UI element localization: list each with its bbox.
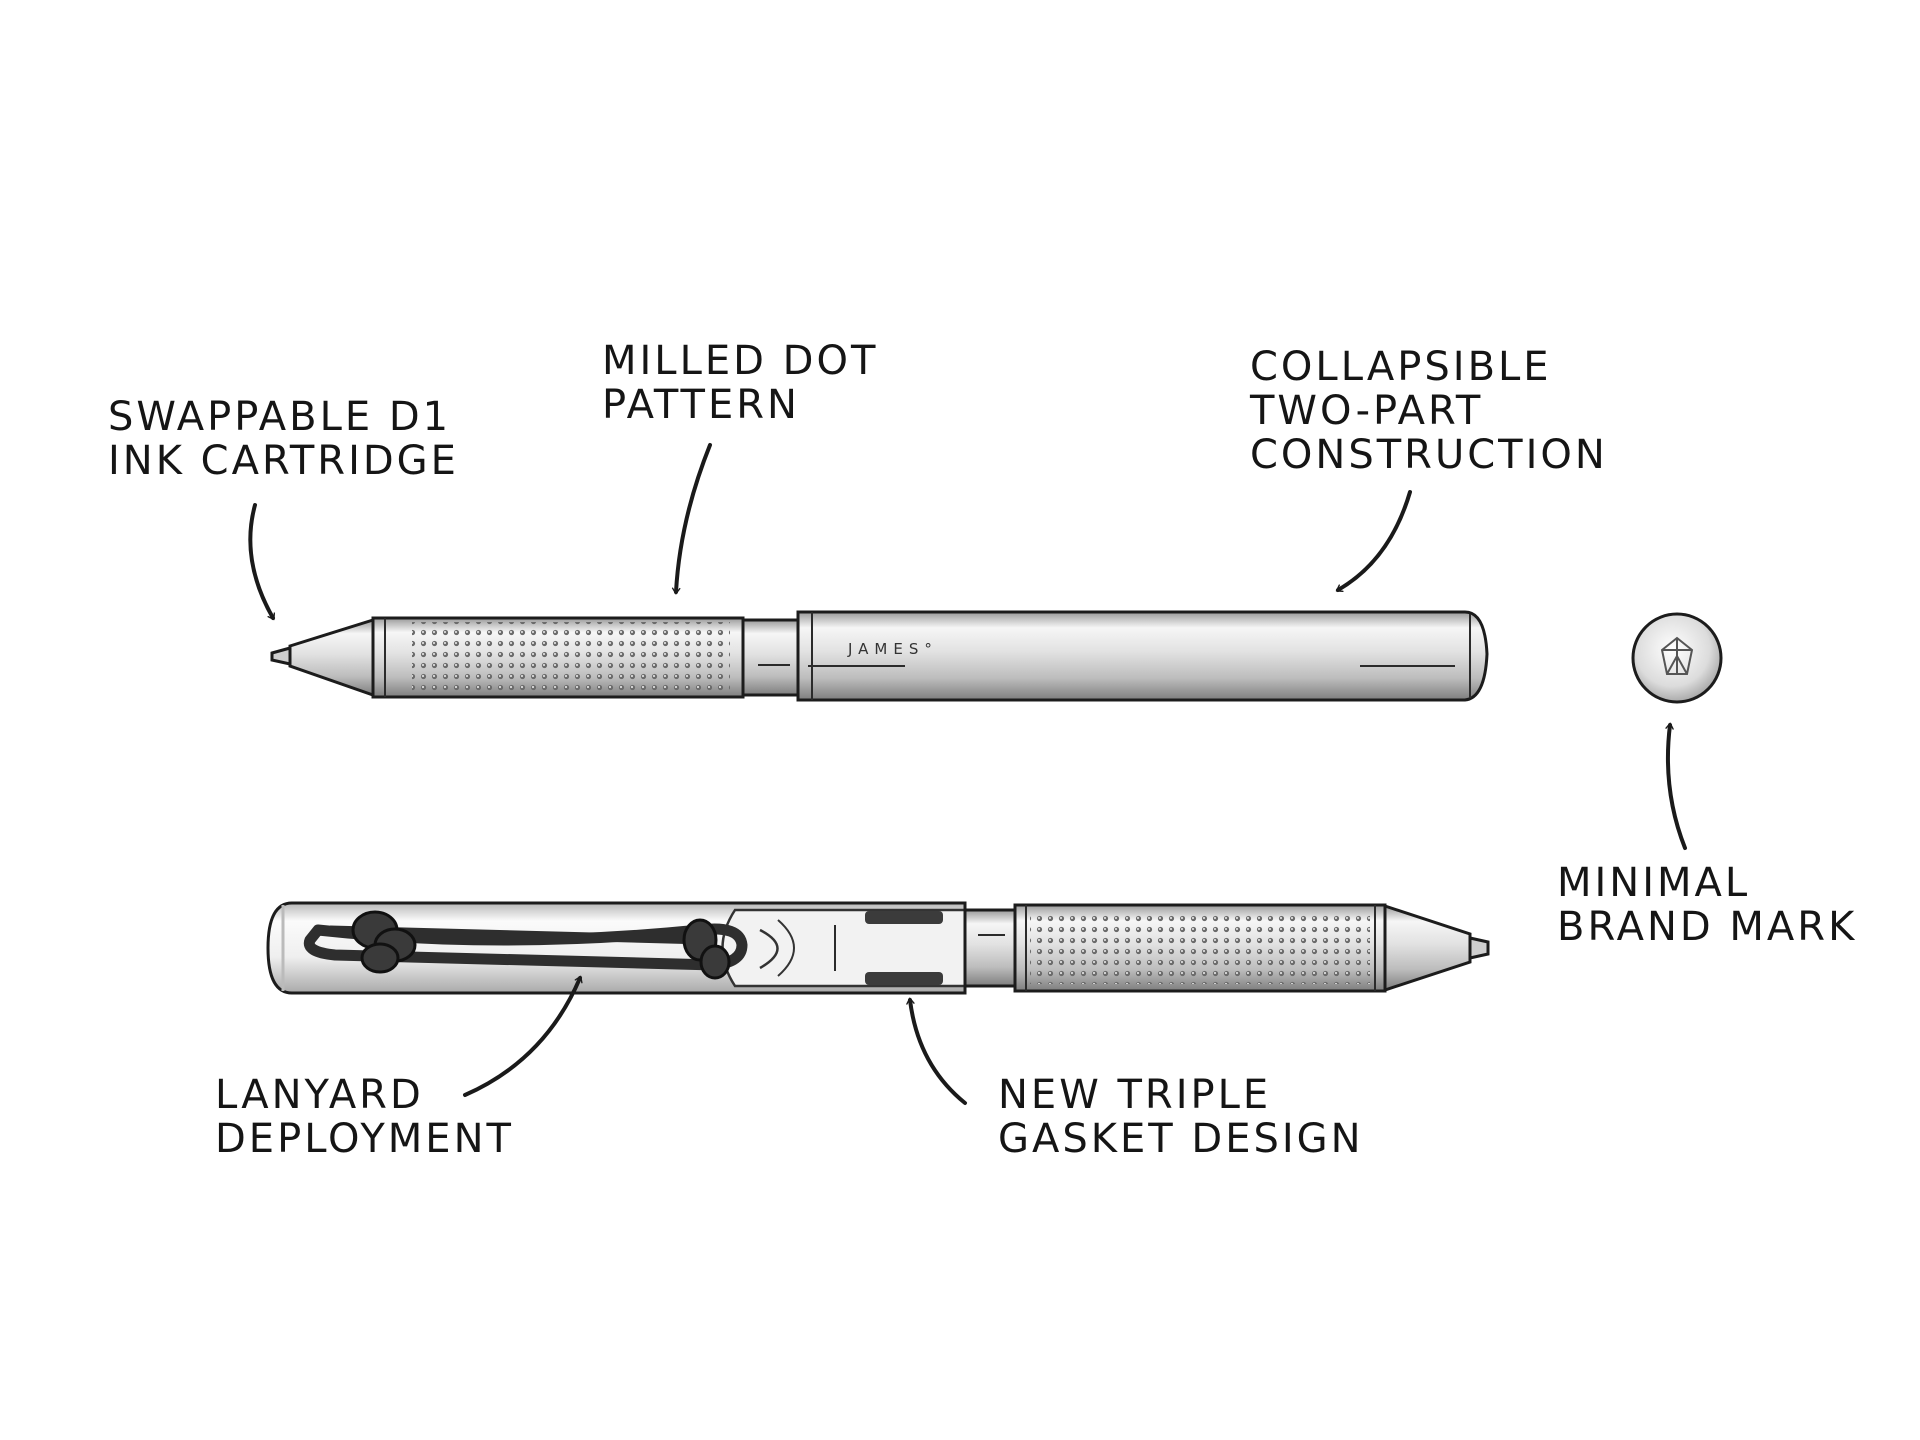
bottom-pen-dot-pattern [1030, 912, 1370, 984]
callout-collapsible-line1: Collapsible [1250, 344, 1552, 390]
top-pen-tip [270, 646, 292, 666]
callout-lanyard-line1: Lanyard [215, 1072, 424, 1118]
callout-collapsible-line2: Two-Part [1249, 388, 1483, 434]
callout-lanyard: Lanyard Deployment [215, 1072, 514, 1162]
top-pen-dot-pattern [412, 622, 730, 693]
callout-swappable-line2: Ink Cartridge [108, 438, 459, 484]
top-pen-cone [288, 617, 375, 698]
bottom-pen-cone [1383, 903, 1472, 993]
callout-collapsible: Collapsible Two-Part Construction [1249, 344, 1608, 478]
bottom-pen-tip [1468, 936, 1490, 960]
arrow-lanyard [463, 975, 583, 1097]
callout-milled-line1: Milled Dot [602, 338, 878, 384]
top-pen-neck [741, 618, 800, 697]
arrow-gasket [906, 997, 967, 1105]
brand-mark-icon [1660, 636, 1694, 675]
lanyard-cord [303, 923, 748, 971]
arrow-milled [671, 443, 712, 595]
lanyard-knot-right [682, 918, 731, 980]
arrow-collapsible [1335, 490, 1412, 592]
lanyard-knot-left [351, 910, 417, 974]
callout-gasket: New Triple Gasket Design [998, 1072, 1364, 1162]
top-pen-barrel [796, 610, 1489, 702]
arrow-brand-mark [1665, 722, 1687, 850]
callout-gasket-line2: Gasket Design [998, 1116, 1364, 1162]
brand-text: JAMES° [847, 640, 938, 658]
arrow-swappable [248, 503, 276, 621]
callout-arrows [248, 443, 1687, 1105]
callout-brand-mark-line1: Minimal [1557, 860, 1750, 906]
gasket-top [865, 911, 943, 924]
gasket-bottom [865, 972, 943, 985]
callout-brand-mark-line2: Brand Mark [1557, 904, 1857, 950]
brand-mark-coin [1631, 612, 1723, 704]
callout-swappable: Swappable D1 Ink Cartridge [108, 394, 459, 484]
top-pen: JAMES° [270, 610, 1489, 702]
callout-swappable-line1: Swappable D1 [108, 394, 451, 440]
callout-milled-line2: Pattern [602, 382, 800, 428]
callout-gasket-line1: New Triple [998, 1072, 1271, 1118]
callout-milled: Milled Dot Pattern [602, 338, 878, 428]
callout-collapsible-line3: Construction [1250, 432, 1608, 478]
bottom-pen [266, 901, 1490, 995]
bottom-pen-neck [963, 908, 1022, 988]
callout-brand-mark: Minimal Brand Mark [1557, 860, 1857, 950]
callout-lanyard-line2: Deployment [215, 1116, 514, 1162]
